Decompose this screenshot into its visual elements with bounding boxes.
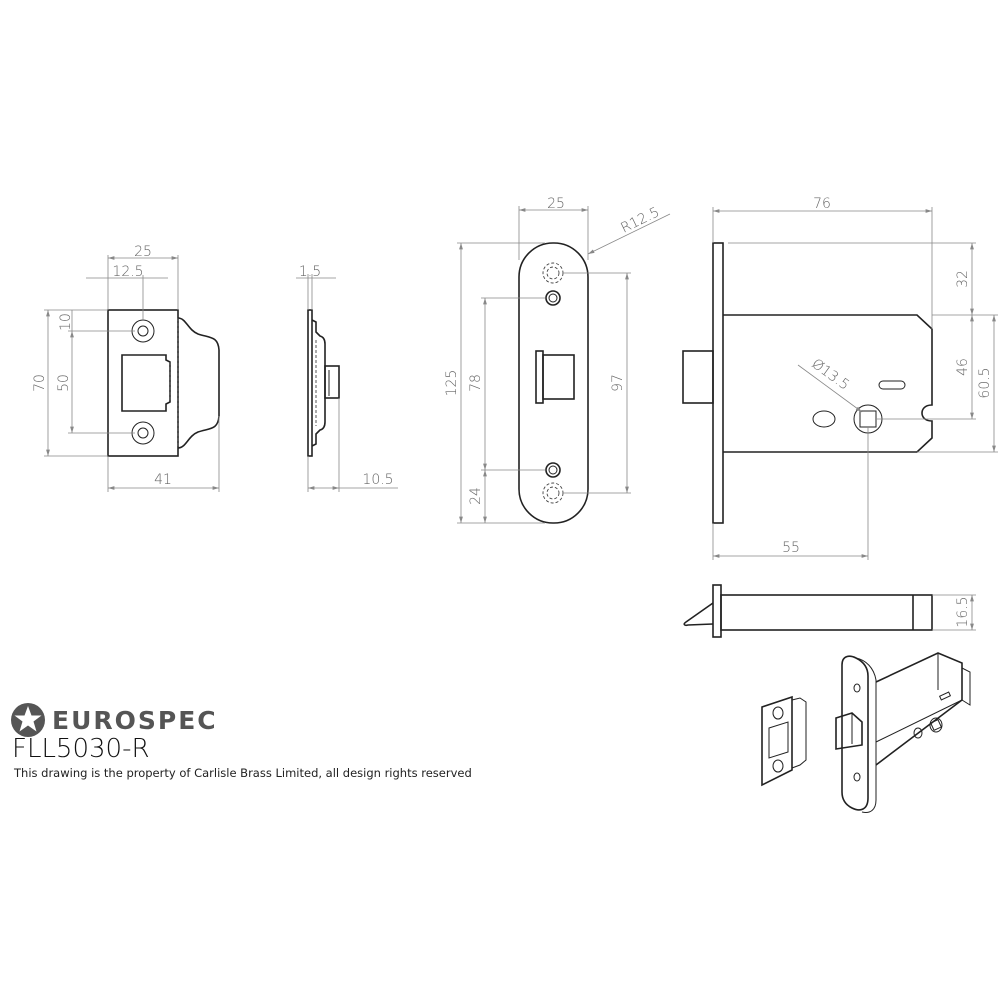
star-in-circle-icon <box>11 703 45 737</box>
dim-forend-inner-spacing: 78 <box>468 374 484 392</box>
dim-spindle-diameter: Ø13.5 <box>809 356 853 394</box>
dim-latch-thickness: 16.5 <box>955 596 971 627</box>
latch-top-view <box>683 584 976 638</box>
dim-forend-height: 125 <box>444 370 460 397</box>
dim-backset: 55 <box>782 540 800 556</box>
dim-forend-outer-spacing: 97 <box>610 374 626 392</box>
dim-latch-case-depth: 76 <box>813 196 831 212</box>
dim-strike-height: 70 <box>32 374 48 392</box>
isometric-view <box>761 652 971 813</box>
dim-strike-hole-offset: 12.5 <box>112 264 143 280</box>
strike-plate-front-view <box>44 255 220 492</box>
dim-latch-case-mid: 46 <box>955 358 971 376</box>
dim-forend-radius: R12.5 <box>618 204 662 236</box>
dim-forend-width: 25 <box>547 196 565 212</box>
latch-side-view <box>682 207 998 560</box>
product-model: FLL5030-R <box>12 734 150 764</box>
strike-plate-side-view <box>296 274 398 492</box>
dim-forend-bottom-offset: 24 <box>468 487 484 505</box>
dim-strike-depth: 41 <box>154 472 172 488</box>
copyright-notice: This drawing is the property of Carlisle… <box>14 766 472 780</box>
dim-strike-thickness: 1.5 <box>299 264 321 280</box>
brand-header: EUROSPEC <box>10 702 218 738</box>
forend-front-view <box>457 206 671 524</box>
dim-strike-width: 25 <box>134 244 152 260</box>
dim-strike-side-depth: 10.5 <box>362 472 393 488</box>
dim-latch-top-offset: 32 <box>955 270 971 288</box>
dim-latch-case-height: 60.5 <box>977 367 993 398</box>
dim-strike-top-offset: 10 <box>58 313 74 331</box>
brand-name: EUROSPEC <box>52 705 218 735</box>
dim-strike-hole-spacing: 50 <box>56 374 72 392</box>
